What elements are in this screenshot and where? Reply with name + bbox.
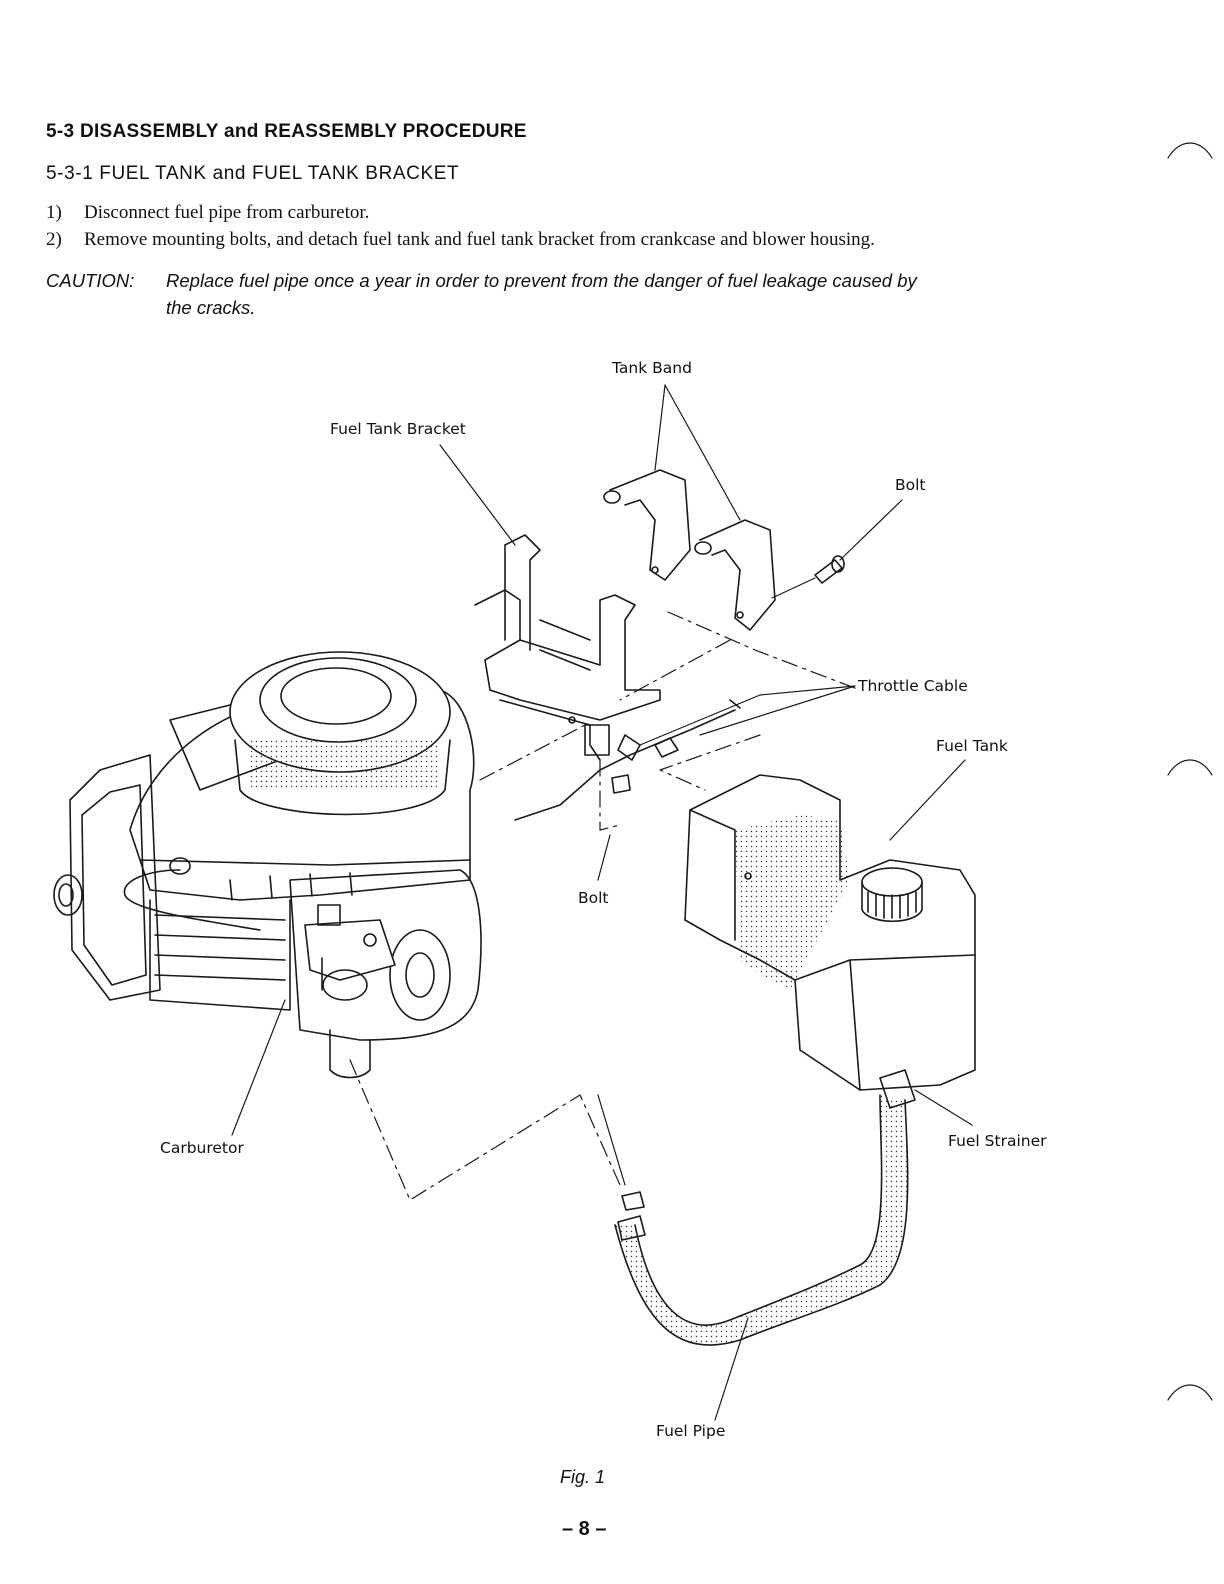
label-throttle-cable: Throttle Cable <box>858 677 968 695</box>
caution-note: CAUTION: Replace fuel pipe once a year in… <box>46 267 1106 321</box>
fuel-tank-drawing <box>684 774 976 1109</box>
assembly-lines <box>349 611 861 1201</box>
subsection-heading: 5-3-1 FUEL TANK and FUEL TANK BRACKET <box>46 163 460 184</box>
engine-drawing <box>53 651 482 1079</box>
carburetor-drawing <box>304 904 396 1001</box>
procedure-step: 2) Remove mounting bolts, and detach fuel… <box>46 229 875 251</box>
caution-text-line2: the cracks. <box>166 297 256 318</box>
caution-text-line1: Replace fuel pipe once a year in order t… <box>166 270 917 291</box>
margin-marks <box>1167 142 1213 1401</box>
step-text: Remove mounting bolts, and detach fuel t… <box>84 229 875 250</box>
step-number: 1) <box>46 202 62 223</box>
figure-caption: Fig. 1 <box>560 1467 606 1487</box>
label-fuel-strainer: Fuel Strainer <box>948 1132 1047 1150</box>
label-tank-band: Tank Band <box>612 359 692 377</box>
label-fuel-tank: Fuel Tank <box>936 737 1008 755</box>
fuel-pipe-drawing <box>614 1094 909 1346</box>
procedure-step: 1) Disconnect fuel pipe from carburetor. <box>46 202 369 224</box>
label-carburetor: Carburetor <box>160 1139 244 1157</box>
step-number: 2) <box>46 229 62 250</box>
caution-label: CAUTION: <box>46 270 135 291</box>
step-text: Disconnect fuel pipe from carburetor. <box>84 202 370 223</box>
section-heading: 5-3 DISASSEMBLY and REASSEMBLY PROCEDURE <box>46 121 527 142</box>
fuel-tank-bracket-drawing <box>474 534 661 761</box>
label-fuel-pipe: Fuel Pipe <box>656 1422 726 1440</box>
page-number: – 8 – <box>562 1518 607 1540</box>
throttle-cable-drawing <box>514 699 741 821</box>
tank-band-drawing <box>603 469 776 631</box>
label-bolt-top: Bolt <box>895 476 926 494</box>
label-fuel-tank-bracket: Fuel Tank Bracket <box>330 420 466 438</box>
leader-lines <box>231 384 973 1421</box>
label-bolt-mid: Bolt <box>578 889 609 907</box>
bolt-drawing <box>611 555 845 794</box>
